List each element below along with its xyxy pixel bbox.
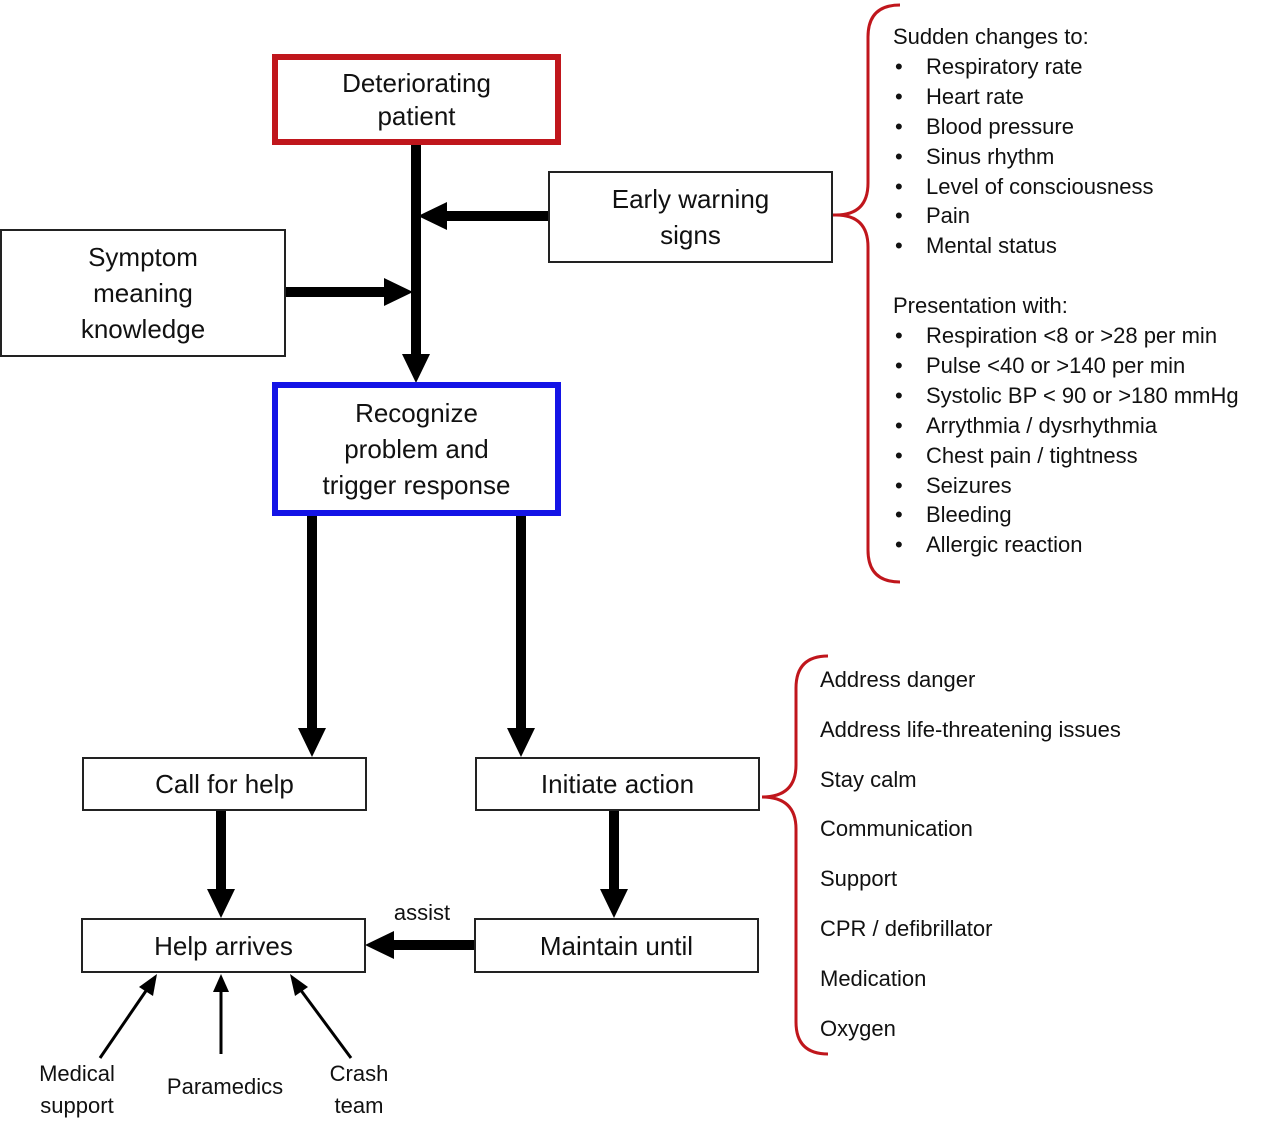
action-item: Support	[820, 866, 898, 892]
node-maintain-until: Maintain until	[474, 918, 759, 973]
brace-warning-signs	[835, 3, 901, 584]
arrowhead-initiate	[507, 728, 535, 757]
arrowhead-help-arrives	[207, 889, 235, 918]
action-item: Oxygen	[820, 1015, 896, 1041]
sudden-change-item: Respiratory rate	[893, 52, 1279, 82]
arrowhead-recognize	[402, 354, 430, 383]
arrowhead-symptom	[384, 278, 413, 306]
presentation-item: Bleeding	[893, 500, 1279, 530]
node-early-warning-signs: Early warning signs	[548, 171, 833, 263]
source-medical-support: Medical support	[39, 1061, 115, 1118]
edge-crash-team	[295, 984, 353, 1059]
edge-label-assist: assist	[393, 900, 451, 925]
node-initiate-action: Initiate action	[475, 757, 760, 811]
sudden-change-item: Pain	[893, 201, 1279, 231]
source-crash-team: Crash team	[329, 1061, 389, 1118]
list-spacer	[893, 261, 1279, 291]
node-initiate-action-text: Initiate action	[540, 769, 695, 799]
arrowhead-call-help	[298, 728, 326, 757]
node-deteriorating-patient-text: Deteriorating patient	[342, 67, 491, 131]
warning-signs-list: Sudden changes to: Respiratory rateHeart …	[893, 22, 1279, 560]
sudden-change-item: Sinus rhythm	[893, 142, 1279, 172]
arrowhead-crash	[290, 974, 308, 996]
sudden-change-item: Mental status	[893, 231, 1279, 261]
arrowhead-early-warning	[418, 202, 447, 230]
presentation-heading: Presentation with:	[893, 293, 1068, 319]
sudden-changes-heading: Sudden changes to:	[893, 24, 1089, 49]
node-early-warning-signs-text: Early warning signs	[611, 184, 770, 250]
arrowhead-paramedics	[213, 974, 229, 992]
action-item: Address danger	[820, 667, 976, 692]
action-item: Medication	[820, 965, 927, 991]
source-paramedics: Paramedics	[166, 1074, 284, 1099]
action-item: CPR / defibrillator	[820, 915, 993, 941]
arrowhead-medical	[139, 974, 157, 996]
sudden-change-item: Level of consciousness	[893, 172, 1279, 202]
edge-medical-support	[98, 984, 152, 1059]
presentation-item: Seizures	[893, 471, 1279, 501]
presentation-item: Arrythmia / dysrhythmia	[893, 411, 1279, 441]
node-recognize-problem: Recognize problem and trigger response	[272, 382, 561, 516]
action-item: Address life-threatening issues	[820, 716, 1121, 742]
brace-actions	[761, 654, 829, 1056]
arrowhead-assist	[365, 931, 394, 959]
sudden-change-item: Heart rate	[893, 82, 1279, 112]
action-item: Stay calm	[820, 766, 917, 792]
sudden-change-item: Blood pressure	[893, 112, 1279, 142]
node-call-for-help-text: Call for help	[155, 769, 294, 799]
presentation-item: Allergic reaction	[893, 530, 1279, 560]
presentation-item: Respiration <8 or >28 per min	[893, 321, 1279, 351]
node-help-arrives-text: Help arrives	[154, 930, 293, 961]
node-call-for-help: Call for help	[82, 757, 367, 811]
arrowhead-maintain	[600, 889, 628, 918]
presentation-item: Systolic BP < 90 or >180 mmHg	[893, 381, 1279, 411]
node-recognize-problem-text: Recognize problem and trigger response	[322, 398, 511, 500]
node-help-arrives: Help arrives	[81, 918, 366, 973]
node-symptom-knowledge-text: Symptom meaning knowledge	[80, 242, 206, 344]
node-maintain-until-text: Maintain until	[539, 930, 694, 961]
node-deteriorating-patient: Deteriorating patient	[272, 54, 561, 145]
action-item: Communication	[820, 816, 973, 842]
node-symptom-knowledge: Symptom meaning knowledge	[0, 229, 286, 357]
presentation-item: Pulse <40 or >140 per min	[893, 351, 1279, 381]
presentation-item: Chest pain / tightness	[893, 441, 1279, 471]
